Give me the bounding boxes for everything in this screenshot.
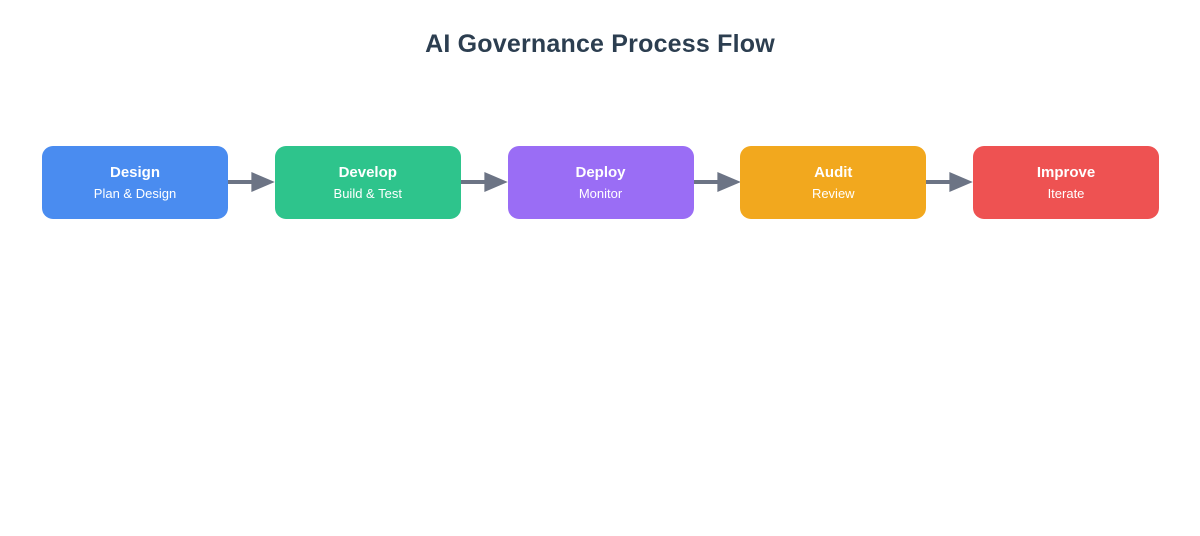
flow-node-subtitle: Plan & Design [93, 185, 177, 201]
flow-node-title: Design [109, 163, 160, 181]
process-flow-row: Design Plan & Design Develop Build & Tes… [42, 145, 1159, 219]
flow-node-title: Audit [814, 163, 853, 181]
flow-connector-3 [693, 170, 741, 194]
flow-node-subtitle: Monitor [578, 185, 623, 201]
flow-node-improve[interactable]: Improve Iterate [973, 145, 1159, 219]
arrow-right-icon [460, 172, 508, 192]
flow-node-design[interactable]: Design Plan & Design [42, 145, 228, 219]
page-title: AI Governance Process Flow [425, 30, 775, 58]
flow-node-audit[interactable]: Audit Review [740, 145, 927, 219]
flow-connector-1 [228, 170, 275, 194]
flow-node-title: Develop [338, 163, 397, 181]
flow-node-title: Improve [1036, 163, 1096, 181]
flow-node-develop[interactable]: Develop Build & Test [274, 145, 461, 219]
flow-node-title: Deploy [575, 163, 626, 181]
arrow-right-icon [926, 172, 973, 192]
arrow-right-icon [693, 172, 741, 192]
flow-connector-2 [460, 170, 508, 194]
flow-node-deploy[interactable]: Deploy Monitor [507, 145, 694, 219]
flow-node-subtitle: Iterate [1047, 185, 1085, 201]
flow-node-subtitle: Build & Test [333, 185, 402, 201]
flow-node-subtitle: Review [811, 185, 855, 201]
arrow-right-icon [228, 172, 275, 192]
flow-connector-4 [926, 170, 973, 194]
